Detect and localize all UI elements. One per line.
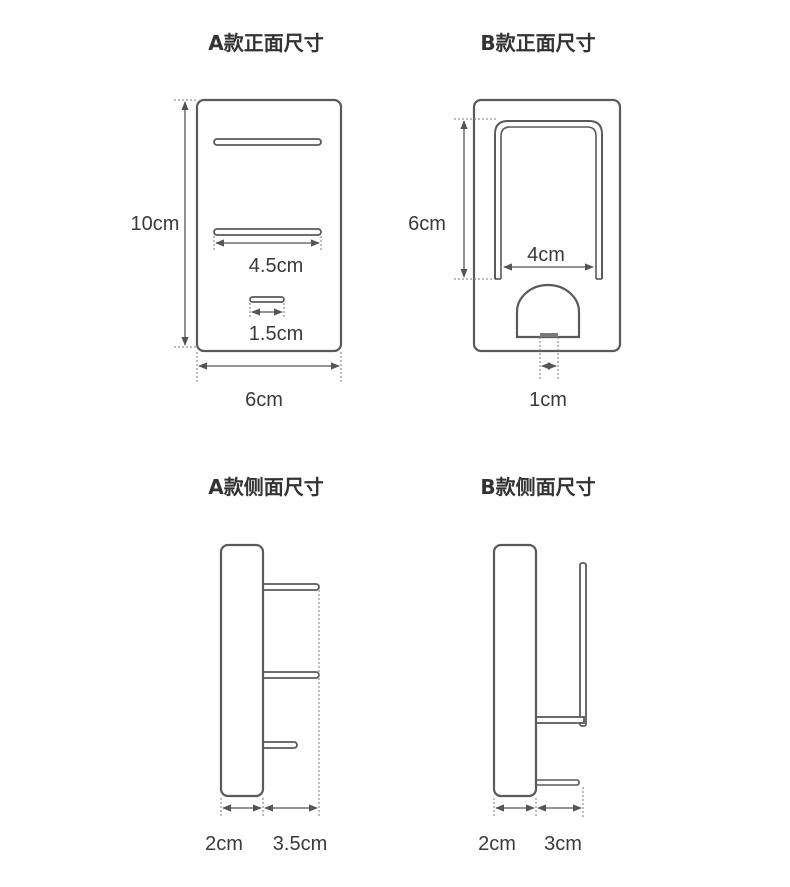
b-front-height-label: 6cm <box>408 213 446 235</box>
a-front-small-slot <box>249 296 285 303</box>
b-front-wire-outer <box>494 120 603 279</box>
b-side-vertical-wire <box>579 562 587 727</box>
b-side-horizontal-wire <box>535 716 585 724</box>
a-side-depth-label: 2cm <box>205 833 243 855</box>
b-front-body <box>472 98 622 353</box>
b-side-depth-label: 2cm <box>478 833 516 855</box>
b-front-title: B款正面尺寸 <box>480 31 595 55</box>
b-front-notch-label: 1cm <box>529 389 567 411</box>
a-side-title: A款侧面尺寸 <box>208 475 323 499</box>
a-side-arm-label: 3.5cm <box>273 833 327 855</box>
b-front-panel: B款正面尺寸 6cm 4cm 1cm <box>408 31 622 411</box>
a-side-bottom-arm <box>259 741 298 749</box>
a-front-title: A款正面尺寸 <box>208 31 323 55</box>
b-front-rail-label: 4cm <box>527 244 565 266</box>
b-front-notch <box>515 283 581 339</box>
b-side-body <box>492 543 538 798</box>
a-front-height-label: 10cm <box>131 213 180 235</box>
b-front-notch-slot <box>540 333 558 337</box>
a-front-body <box>195 98 343 353</box>
b-side-panel: B款侧面尺寸 2cm 3cm <box>478 475 596 855</box>
b-side-bottom-bar <box>535 779 580 786</box>
a-front-top-rail <box>213 138 322 146</box>
b-side-arm-label: 3cm <box>544 833 582 855</box>
a-side-body <box>219 543 265 798</box>
a-front-middle-rail <box>213 228 322 236</box>
a-side-top-arm <box>259 583 320 591</box>
a-front-panel: A款正面尺寸 4.5cm 1.5cm 10cm 6cm <box>131 31 343 411</box>
a-front-width-label: 6cm <box>245 389 283 411</box>
a-front-slot-label: 1.5cm <box>249 323 303 345</box>
a-side-panel: A款侧面尺寸 2cm 3.5cm <box>205 475 327 855</box>
a-side-middle-arm <box>259 671 320 679</box>
a-front-rail-label: 4.5cm <box>249 255 303 277</box>
b-front-wire-inner <box>500 126 597 279</box>
b-side-title: B款侧面尺寸 <box>480 475 595 499</box>
